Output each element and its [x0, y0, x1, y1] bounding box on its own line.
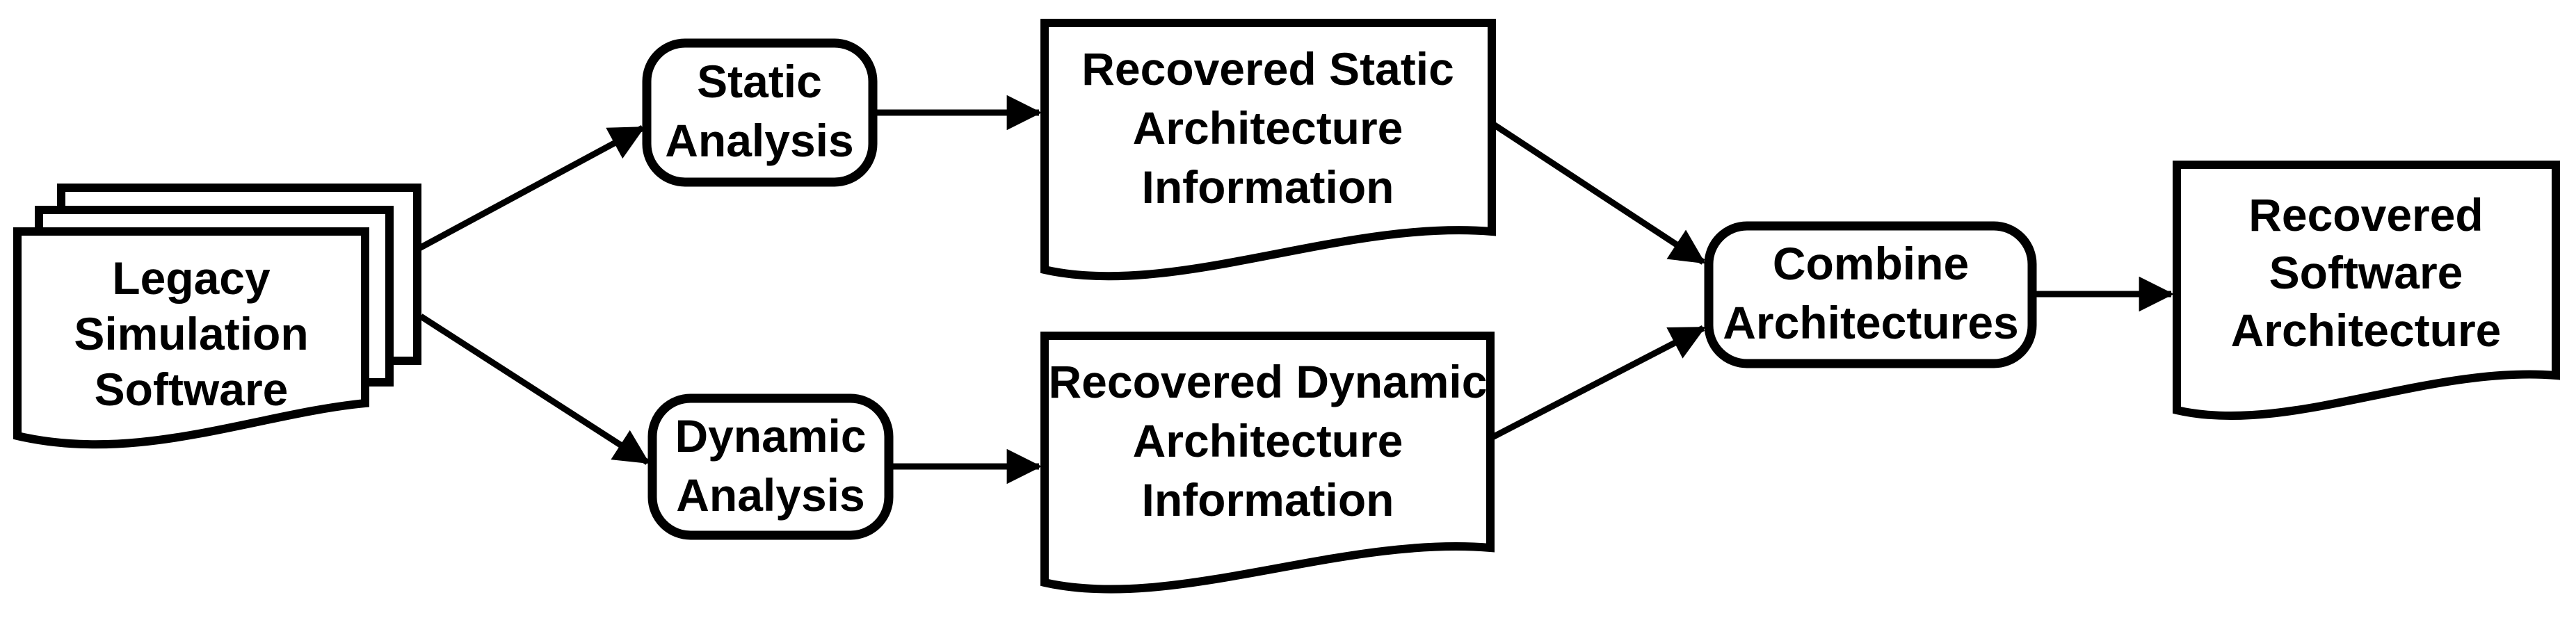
- process-box-shape: [647, 393, 894, 540]
- document-shape: [1040, 19, 1496, 281]
- label-line: Analysis: [676, 469, 864, 521]
- edge-legacy-to-dynamic-analysis: [419, 314, 650, 465]
- label-line: Software: [2269, 247, 2463, 298]
- node-recovered-dynamic-information: Recovered Dynamic Architecture Informati…: [1040, 332, 1495, 594]
- node-dynamic-analysis: Dynamic Analysis: [647, 393, 894, 540]
- edge-recovered-static-info-to-combine: [1490, 121, 1706, 265]
- label-line: Software: [95, 364, 289, 415]
- document-shape: [1040, 332, 1495, 594]
- edge-recovered-dynamic-info-to-combine: [1489, 325, 1706, 441]
- document-shape-front: [13, 227, 369, 449]
- label-line: Information: [1142, 474, 1394, 526]
- label-line: Recovered: [2248, 189, 2484, 241]
- label-line: Static: [697, 56, 822, 107]
- label-line: Simulation: [74, 308, 308, 359]
- edges: [417, 95, 2175, 485]
- label-line: Legacy: [112, 252, 271, 304]
- node-legacy-simulation-software: Legacy Simulation Software: [13, 184, 421, 449]
- process-box-shape: [642, 38, 878, 187]
- label-line: Architecture: [1133, 102, 1403, 154]
- document-shape: [2173, 161, 2560, 421]
- label-line: Information: [1142, 161, 1394, 213]
- node-recovered-static-information: Recovered Static Architecture Informatio…: [1040, 19, 1496, 281]
- label-line: Architecture: [2231, 304, 2502, 356]
- node-recovered-software-architecture: Recovered Software Architecture: [2173, 161, 2560, 421]
- label-line: Recovered Static: [1081, 43, 1454, 95]
- process-box-shape: [1704, 221, 2037, 368]
- edge-legacy-to-static-analysis: [417, 125, 645, 251]
- label-line: Dynamic: [675, 410, 866, 462]
- label-line: Combine: [1773, 238, 1969, 289]
- label-line: Architectures: [1723, 297, 2019, 348]
- node-combine-architectures: Combine Architectures: [1704, 221, 2037, 368]
- label-line: Recovered Dynamic: [1049, 356, 1488, 407]
- node-static-analysis: Static Analysis: [642, 38, 878, 187]
- label-line: Architecture: [1133, 415, 1403, 466]
- label-line: Analysis: [665, 115, 853, 166]
